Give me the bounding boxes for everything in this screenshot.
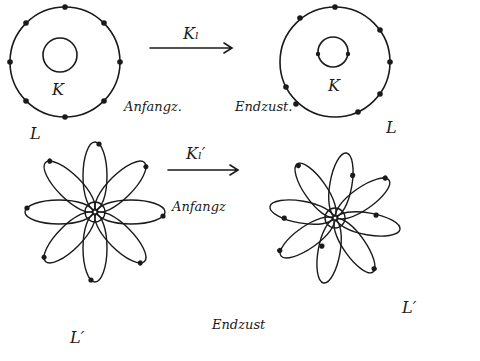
ring-label: L — [30, 126, 41, 142]
process-label: Kₗ′ — [186, 146, 205, 162]
state-label: Anfangz — [172, 200, 226, 213]
process-label: Kₗ — [183, 26, 199, 42]
state-label: Endzust — [212, 318, 265, 331]
state-label: Endzust. — [235, 100, 292, 113]
ring-label: L′ — [402, 300, 416, 316]
ring-label: L — [386, 120, 397, 136]
core-label: K — [52, 82, 64, 98]
ring-label: L′ — [70, 330, 84, 346]
core-label: K — [328, 78, 340, 94]
state-label: Anfangz. — [124, 100, 182, 113]
